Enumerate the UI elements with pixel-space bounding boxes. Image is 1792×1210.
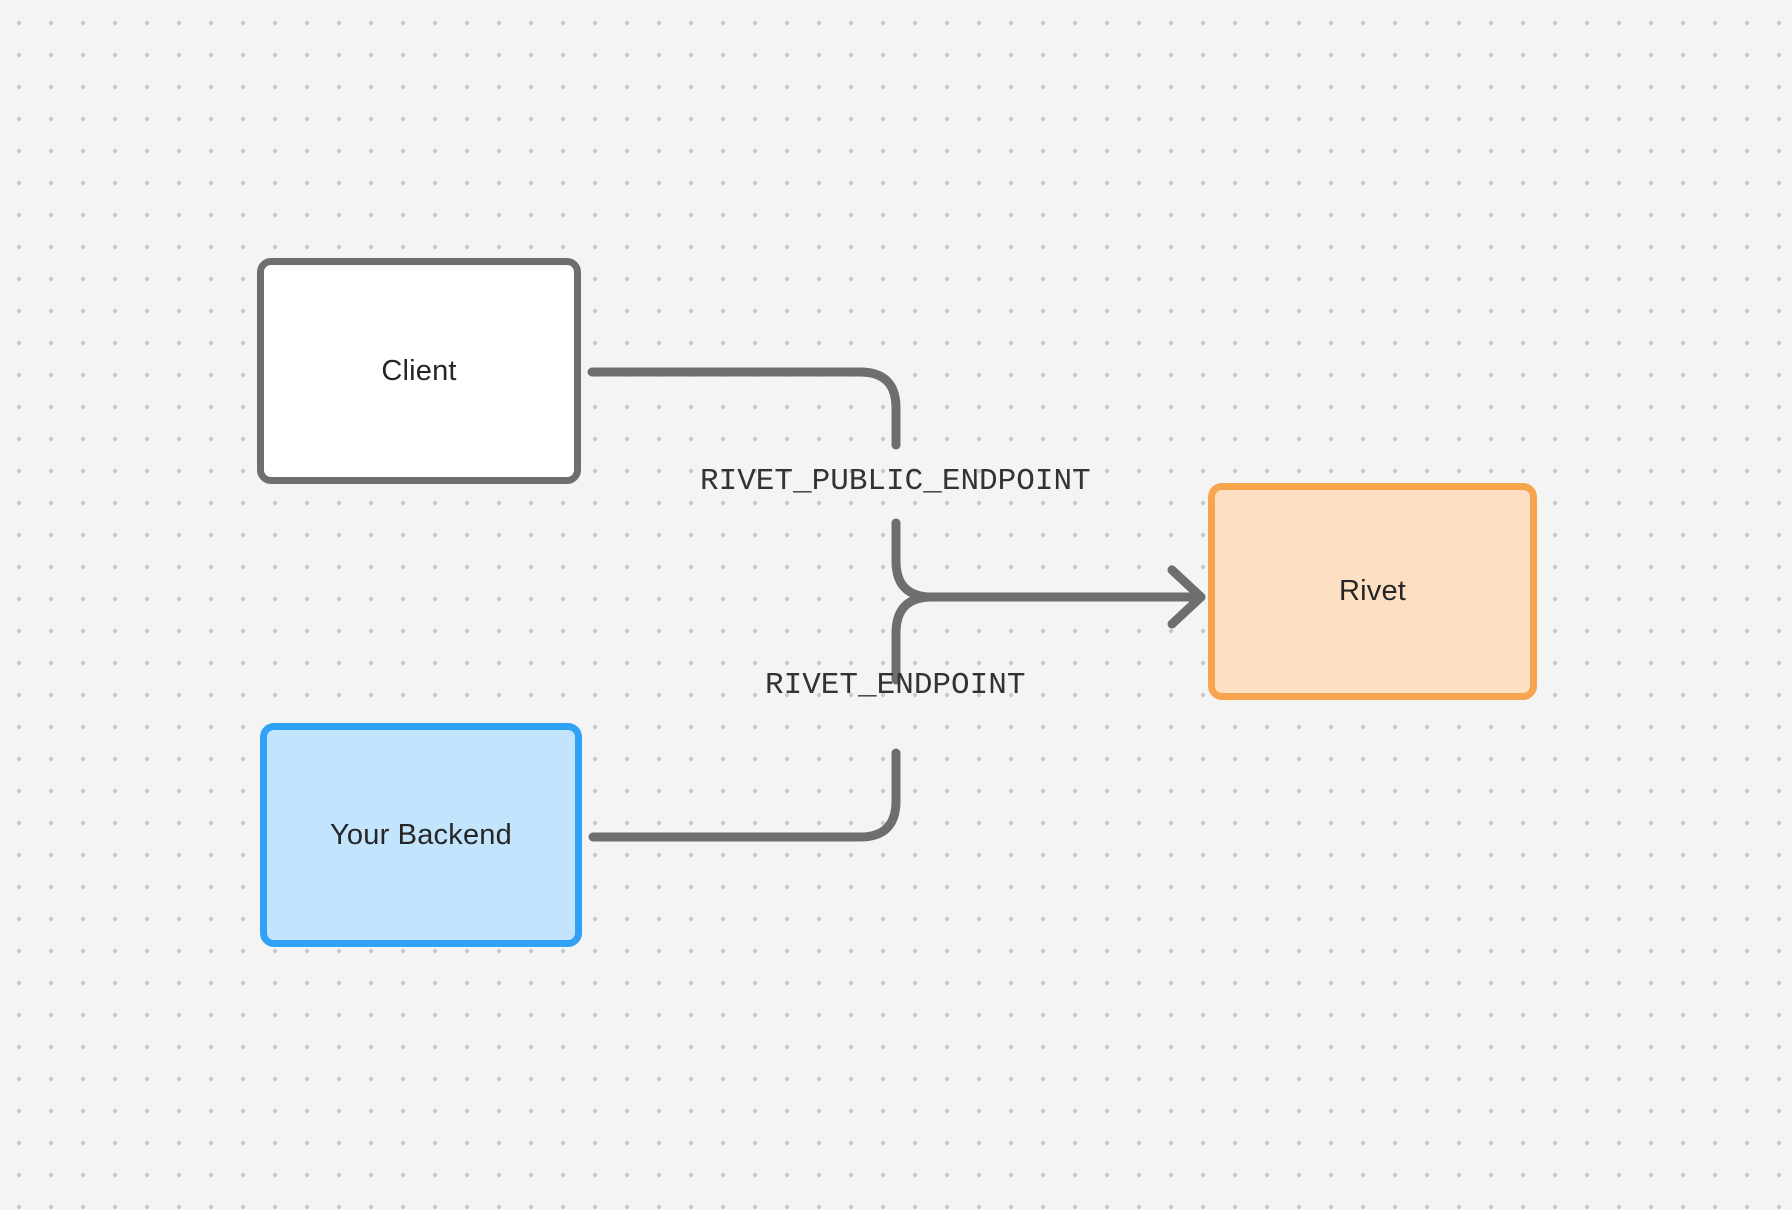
edge-client-to-rivet-upper <box>587 367 901 450</box>
edge-client-to-rivet-lower <box>891 518 1197 602</box>
node-client-label: Client <box>381 354 457 387</box>
edge-label-rivet-public-endpoint: RIVET_PUBLIC_ENDPOINT <box>700 464 1091 499</box>
node-rivet-label: Rivet <box>1338 575 1407 608</box>
edge-label-rivet-endpoint: RIVET_ENDPOINT <box>765 668 1026 703</box>
node-client[interactable]: Client <box>257 258 581 484</box>
node-backend[interactable]: Your Backend <box>260 723 582 947</box>
node-rivet[interactable]: Rivet <box>1208 483 1537 700</box>
node-backend-label: Your Backend <box>330 818 512 851</box>
arrowhead-icon <box>1167 565 1206 629</box>
edge-backend-to-rivet-lower <box>588 748 901 842</box>
